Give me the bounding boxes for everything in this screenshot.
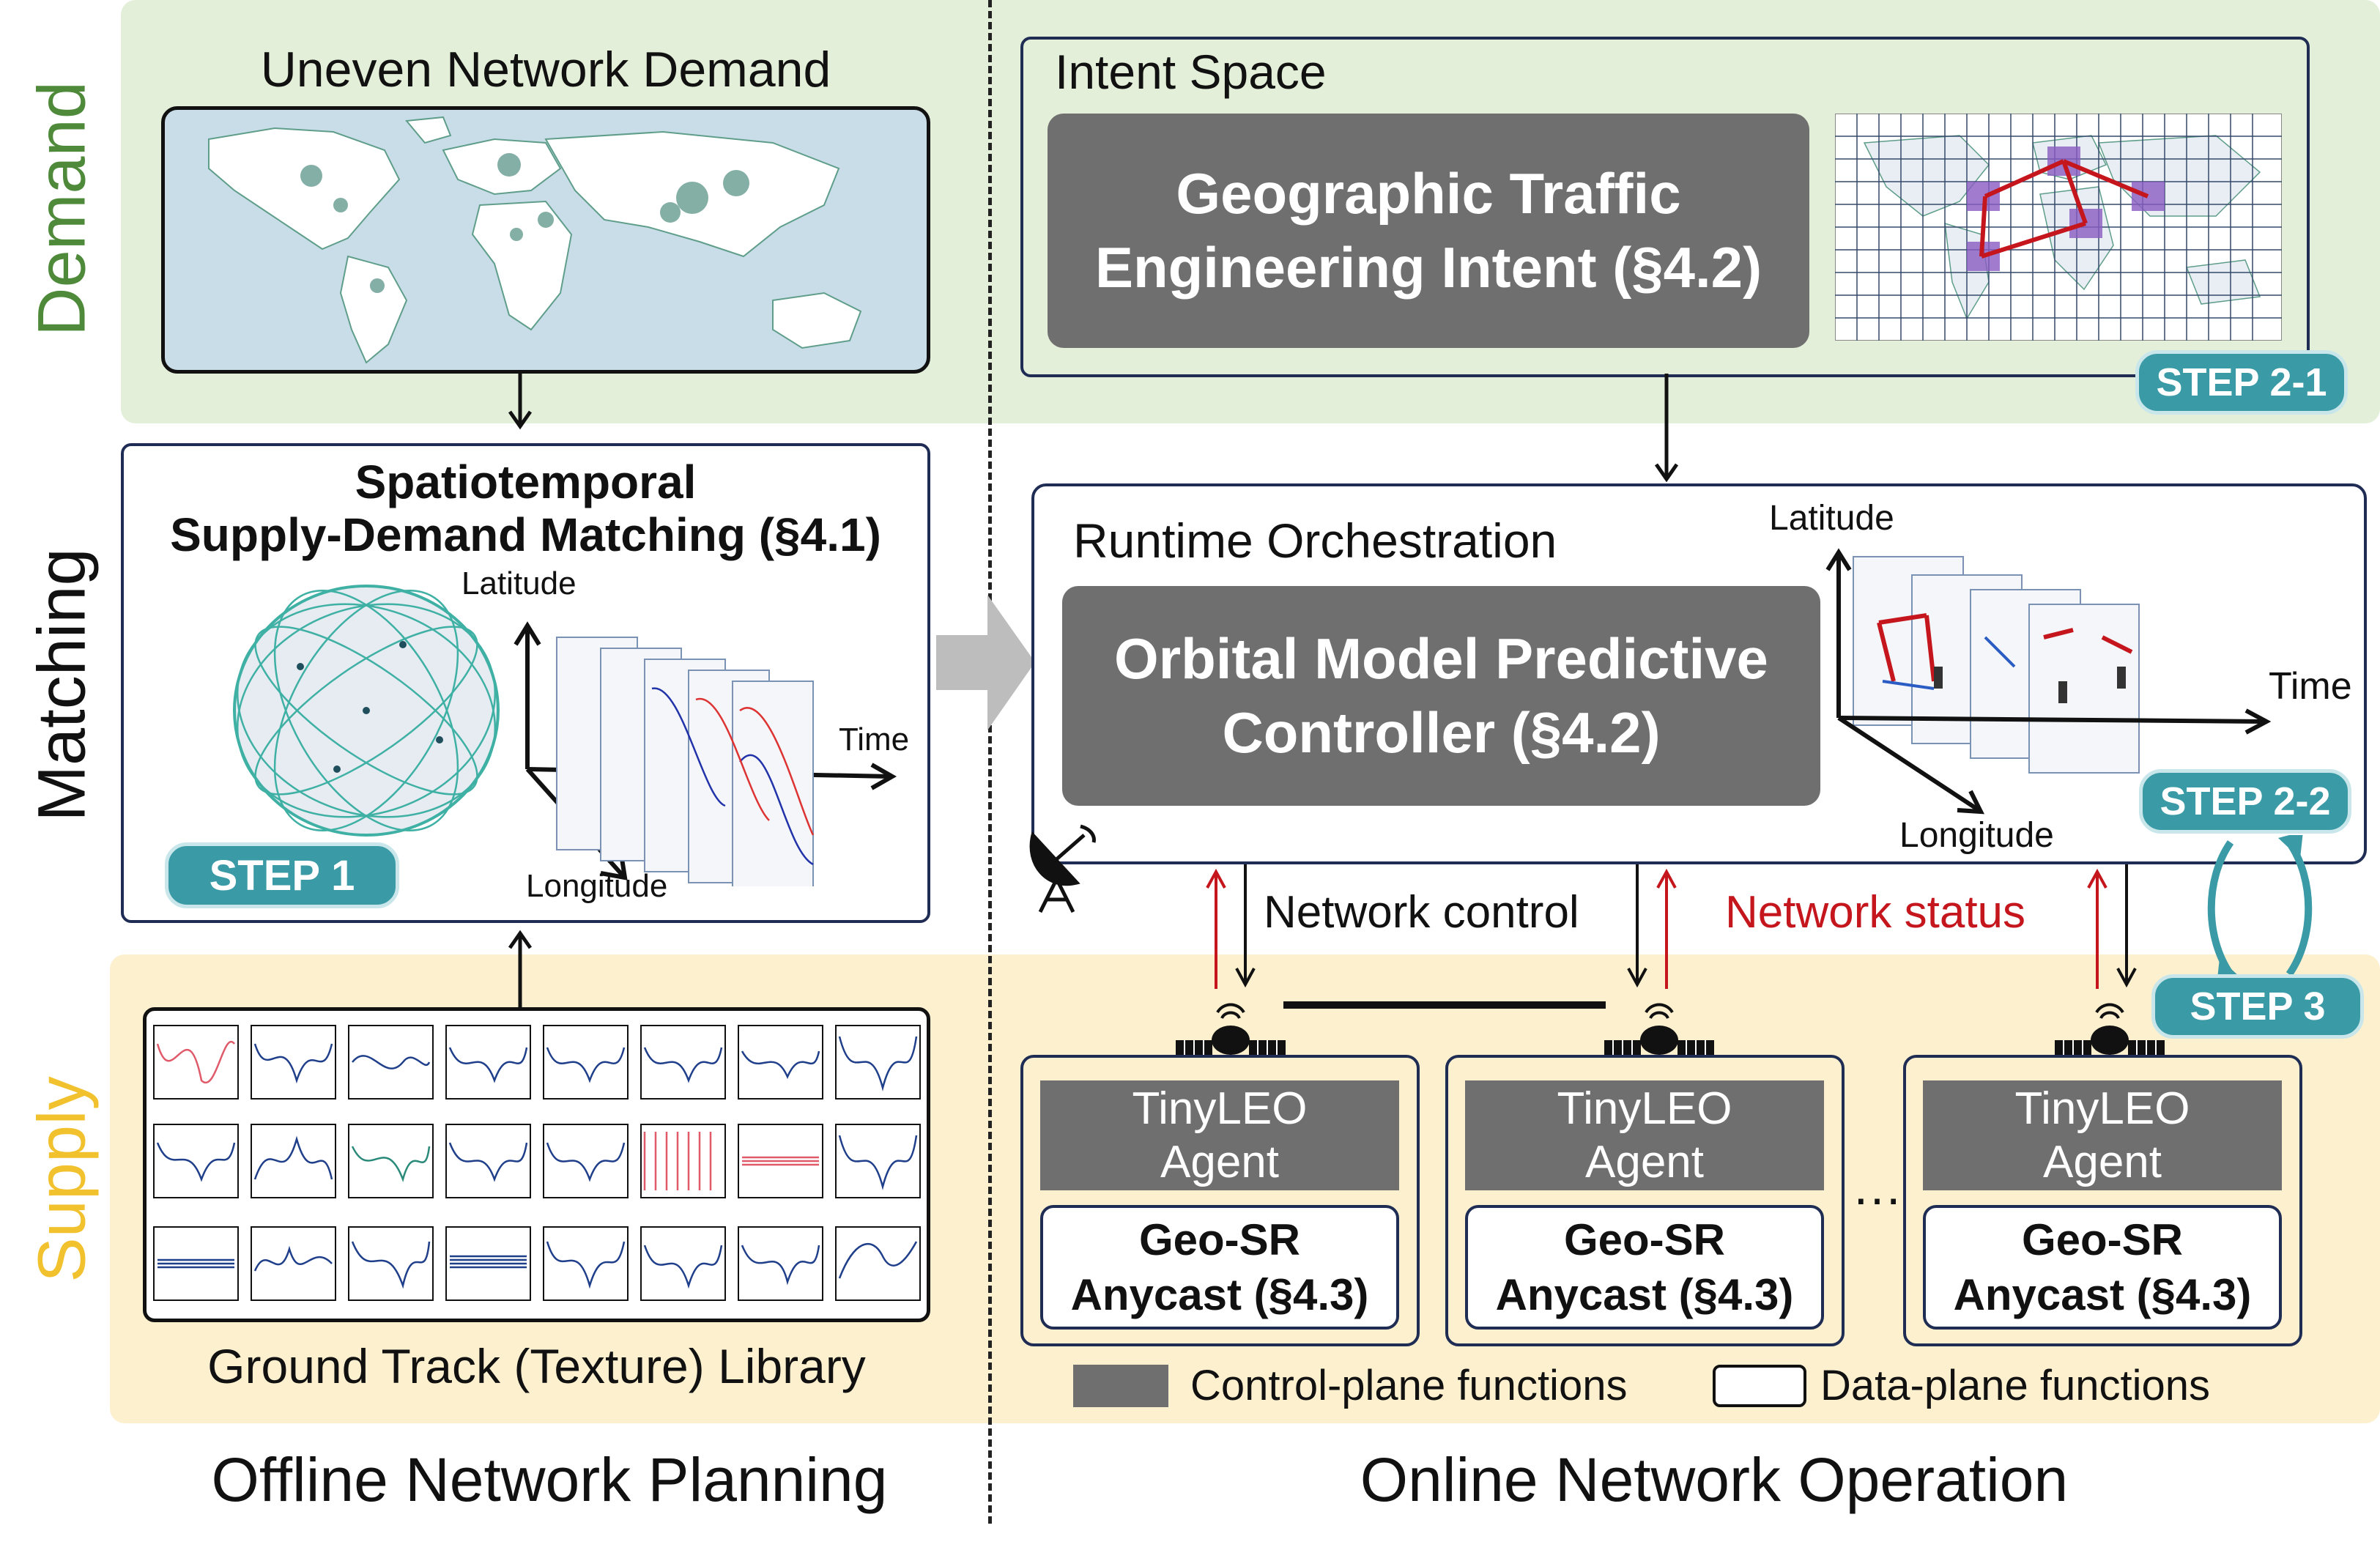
arrow-demand-to-matching bbox=[508, 374, 533, 430]
matching-axis-time-label: Time bbox=[839, 722, 910, 757]
geo-sr-anycast-box: Geo-SR Anycast (§4.3) bbox=[1465, 1205, 1824, 1330]
step-loop-arrows bbox=[2207, 835, 2313, 985]
matching-axes bbox=[514, 621, 897, 886]
tinyleo-agent-control: TinyLEO Agent bbox=[1923, 1080, 2282, 1190]
runtime-axis-lon-label: Longitude bbox=[1899, 816, 2054, 855]
legend-control-label: Control-plane functions bbox=[1190, 1362, 1628, 1409]
intent-space-title: Intent Space bbox=[1055, 45, 1327, 99]
agent-data-line1: Geo-SR bbox=[2021, 1215, 2184, 1264]
offline-to-online-arrow bbox=[936, 595, 1035, 730]
tinyleo-agent-control: TinyLEO Agent bbox=[1465, 1080, 1824, 1190]
agent-ctrl-line1: TinyLEO bbox=[1132, 1083, 1308, 1134]
agent-ctrl-line2: Agent bbox=[2042, 1137, 2162, 1187]
runtime-axis-time-label: Time bbox=[2269, 665, 2352, 708]
row-label-supply: Supply bbox=[24, 1076, 100, 1283]
inter-satellite-link bbox=[1283, 1001, 1606, 1009]
agent-data-line1: Geo-SR bbox=[1563, 1215, 1726, 1264]
agent-data-line2: Anycast (§4.3) bbox=[1495, 1270, 1794, 1319]
satellite-icon bbox=[2055, 1003, 2165, 1055]
mpc-box-line2: Controller (§4.2) bbox=[1222, 700, 1661, 765]
demand-map-title: Uneven Network Demand bbox=[260, 42, 831, 97]
mpc-box-line1: Orbital Model Predictive bbox=[1114, 626, 1768, 691]
intent-box-line2: Engineering Intent (§4.2) bbox=[1094, 235, 1762, 300]
row-label-matching: Matching bbox=[24, 548, 100, 822]
step-2-2-badge: STEP 2-2 bbox=[2139, 769, 2351, 834]
intent-grid-map bbox=[1835, 114, 2282, 341]
world-map-icon bbox=[208, 116, 862, 364]
matching-title-line1: Spatiotemporal bbox=[355, 456, 697, 508]
ground-track-textures bbox=[153, 1025, 921, 1301]
column-title-online: Online Network Operation bbox=[1360, 1445, 2069, 1514]
legend-control-swatch bbox=[1073, 1365, 1168, 1407]
agent-ctrl-line1: TinyLEO bbox=[1557, 1083, 1732, 1134]
legend-data-swatch bbox=[1713, 1365, 1806, 1407]
agent-data-line2: Anycast (§4.3) bbox=[1070, 1270, 1369, 1319]
satellite-icon bbox=[1176, 1003, 1286, 1055]
signal-arrows bbox=[1206, 864, 2137, 989]
row-label-demand: Demand bbox=[24, 81, 100, 336]
satellite-dish-icon bbox=[1029, 824, 1096, 913]
geo-sr-anycast-box: Geo-SR Anycast (§4.3) bbox=[1040, 1205, 1399, 1330]
column-title-offline: Offline Network Planning bbox=[211, 1445, 888, 1514]
runtime-title: Runtime Orchestration bbox=[1073, 513, 1557, 568]
matching-title-line2: Supply-Demand Matching (§4.1) bbox=[170, 508, 881, 561]
network-status-label: Network status bbox=[1725, 887, 2026, 938]
intent-box-line1: Geographic Traffic bbox=[1176, 160, 1681, 226]
agent-data-line2: Anycast (§4.3) bbox=[1953, 1270, 2252, 1319]
step-1-badge: STEP 1 bbox=[165, 842, 399, 908]
arrow-library-to-matching bbox=[508, 930, 533, 1009]
runtime-axis-lat-label: Latitude bbox=[1769, 499, 1894, 538]
agent-ctrl-line2: Agent bbox=[1584, 1137, 1705, 1187]
matching-axis-lon-label: Longitude bbox=[526, 868, 668, 904]
step-3-badge: STEP 3 bbox=[2151, 974, 2364, 1039]
legend-data-label: Data-plane functions bbox=[1820, 1362, 2210, 1409]
orbital-mpc-box: Orbital Model Predictive Controller (§4.… bbox=[1062, 586, 1820, 806]
globe-constellation-icon bbox=[233, 585, 500, 837]
satellite-icon bbox=[1604, 1003, 1714, 1055]
arrow-intent-to-runtime bbox=[1654, 374, 1679, 483]
demand-world-map bbox=[161, 106, 930, 374]
column-divider bbox=[988, 0, 992, 1524]
tinyleo-agent-control: TinyLEO Agent bbox=[1040, 1080, 1399, 1190]
step-2-1-badge: STEP 2-1 bbox=[2135, 350, 2348, 415]
library-title: Ground Track (Texture) Library bbox=[207, 1339, 866, 1393]
agents-ellipsis: … bbox=[1851, 1158, 1903, 1215]
geo-traffic-intent-box: Geographic Traffic Engineering Intent (§… bbox=[1048, 114, 1809, 348]
runtime-axes bbox=[1825, 548, 2272, 815]
matching-axis-lat-label: Latitude bbox=[461, 566, 577, 601]
agent-ctrl-line1: TinyLEO bbox=[2014, 1083, 2190, 1134]
agent-ctrl-line2: Agent bbox=[1160, 1137, 1280, 1187]
agent-data-line1: Geo-SR bbox=[1138, 1215, 1301, 1264]
network-control-label: Network control bbox=[1264, 887, 1579, 938]
geo-sr-anycast-box: Geo-SR Anycast (§4.3) bbox=[1923, 1205, 2282, 1330]
